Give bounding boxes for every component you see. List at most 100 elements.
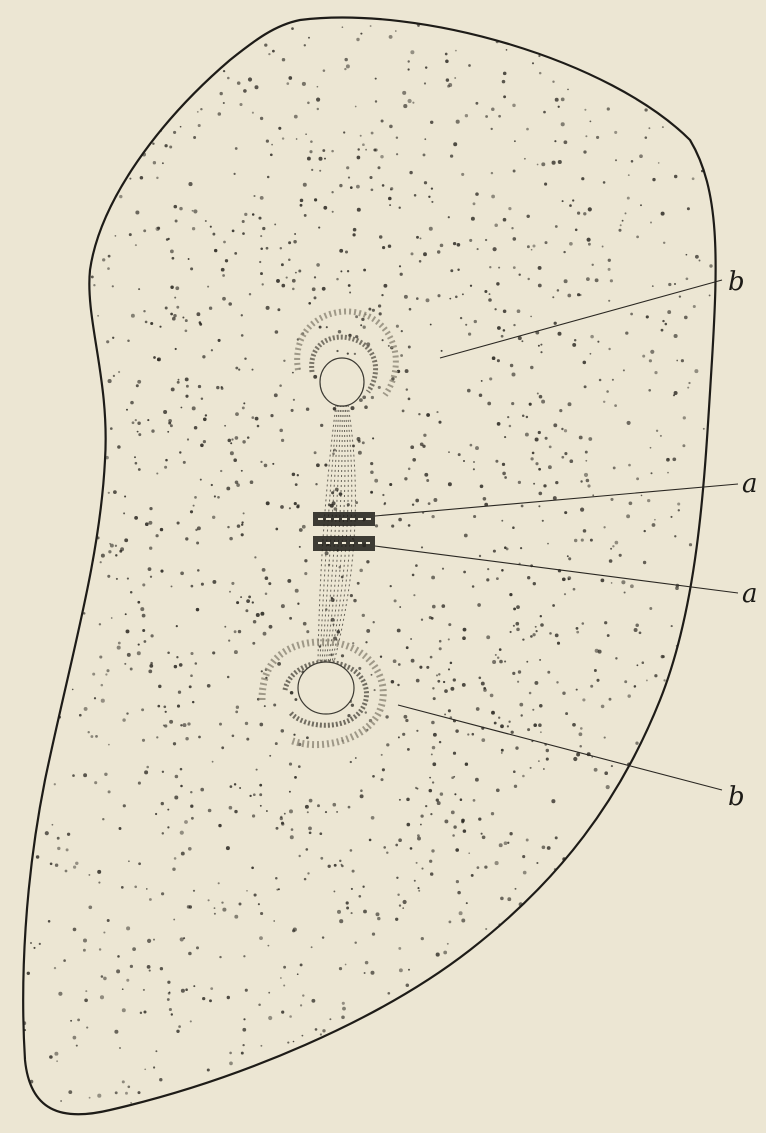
granule <box>145 522 149 526</box>
granule <box>88 874 90 876</box>
granule <box>475 102 478 105</box>
granule <box>274 223 276 225</box>
granule <box>330 1054 332 1056</box>
granule <box>149 898 152 901</box>
granule <box>517 681 519 683</box>
granule <box>230 451 234 455</box>
granule <box>509 968 512 971</box>
granule <box>297 603 299 605</box>
granule <box>690 768 694 772</box>
granule <box>366 629 370 633</box>
granule <box>510 1003 514 1007</box>
granule <box>654 519 656 521</box>
spindle-fibre <box>324 405 341 662</box>
granule <box>640 204 642 206</box>
granule <box>565 712 568 715</box>
granule <box>176 625 178 627</box>
granule <box>408 346 411 349</box>
granule <box>271 144 273 146</box>
granule <box>506 49 508 51</box>
granule <box>41 700 44 703</box>
granule <box>90 735 93 738</box>
granule <box>405 719 408 722</box>
granule <box>432 746 436 750</box>
granule <box>403 900 407 904</box>
granule <box>126 712 128 714</box>
granule <box>529 403 532 406</box>
granule <box>365 641 367 643</box>
granule <box>635 623 639 627</box>
granule <box>283 966 286 969</box>
granule <box>590 121 592 123</box>
granule <box>579 745 582 748</box>
granule <box>627 694 630 697</box>
granule <box>508 207 511 210</box>
granule <box>120 547 124 551</box>
granule <box>178 95 181 98</box>
granule <box>207 286 209 288</box>
granule <box>319 157 323 161</box>
granule <box>410 445 414 449</box>
granule <box>504 476 507 479</box>
granule <box>185 377 189 381</box>
granule <box>417 834 420 837</box>
granule <box>596 679 599 682</box>
granule <box>307 811 309 813</box>
granule <box>337 1089 339 1091</box>
granule <box>511 402 514 405</box>
granule <box>96 233 98 235</box>
granule <box>196 312 200 316</box>
granule <box>619 554 622 557</box>
granule <box>503 310 507 314</box>
granule <box>292 288 295 291</box>
granule <box>498 717 500 719</box>
spindle-fibre <box>328 405 345 662</box>
granule <box>150 576 152 578</box>
granule <box>486 578 489 581</box>
granule <box>33 947 35 949</box>
granule <box>588 243 591 246</box>
granule <box>275 742 278 745</box>
granule <box>355 335 358 338</box>
granule <box>177 381 180 384</box>
granule <box>695 52 699 56</box>
granule <box>484 290 487 293</box>
granule <box>536 862 538 864</box>
granule <box>549 446 552 449</box>
granule <box>132 947 136 951</box>
granule <box>431 849 434 852</box>
granule <box>652 285 654 287</box>
spindle-fibre <box>334 405 355 662</box>
granule <box>125 1092 128 1095</box>
granule <box>364 405 368 409</box>
granule <box>689 743 692 746</box>
granule <box>281 604 285 608</box>
granule <box>431 187 433 189</box>
granule <box>80 107 83 110</box>
granule <box>287 579 291 583</box>
granule <box>371 188 374 191</box>
granule <box>403 1049 406 1052</box>
granule <box>569 37 571 39</box>
granule <box>562 200 564 202</box>
granule <box>684 316 688 320</box>
granule <box>270 153 273 156</box>
granule <box>259 784 262 787</box>
granule <box>63 959 66 962</box>
granule <box>455 50 457 52</box>
granule <box>108 790 111 793</box>
granule <box>140 1012 142 1014</box>
granule <box>126 926 130 930</box>
granule <box>117 445 121 449</box>
granule <box>325 811 327 813</box>
granule <box>300 199 304 203</box>
granule <box>607 906 611 910</box>
granule <box>569 242 573 246</box>
granule <box>553 423 557 427</box>
granule <box>190 674 193 677</box>
granule <box>73 865 76 868</box>
granule <box>157 358 160 361</box>
granule <box>97 93 100 96</box>
granule <box>500 897 504 901</box>
granule <box>540 351 542 353</box>
